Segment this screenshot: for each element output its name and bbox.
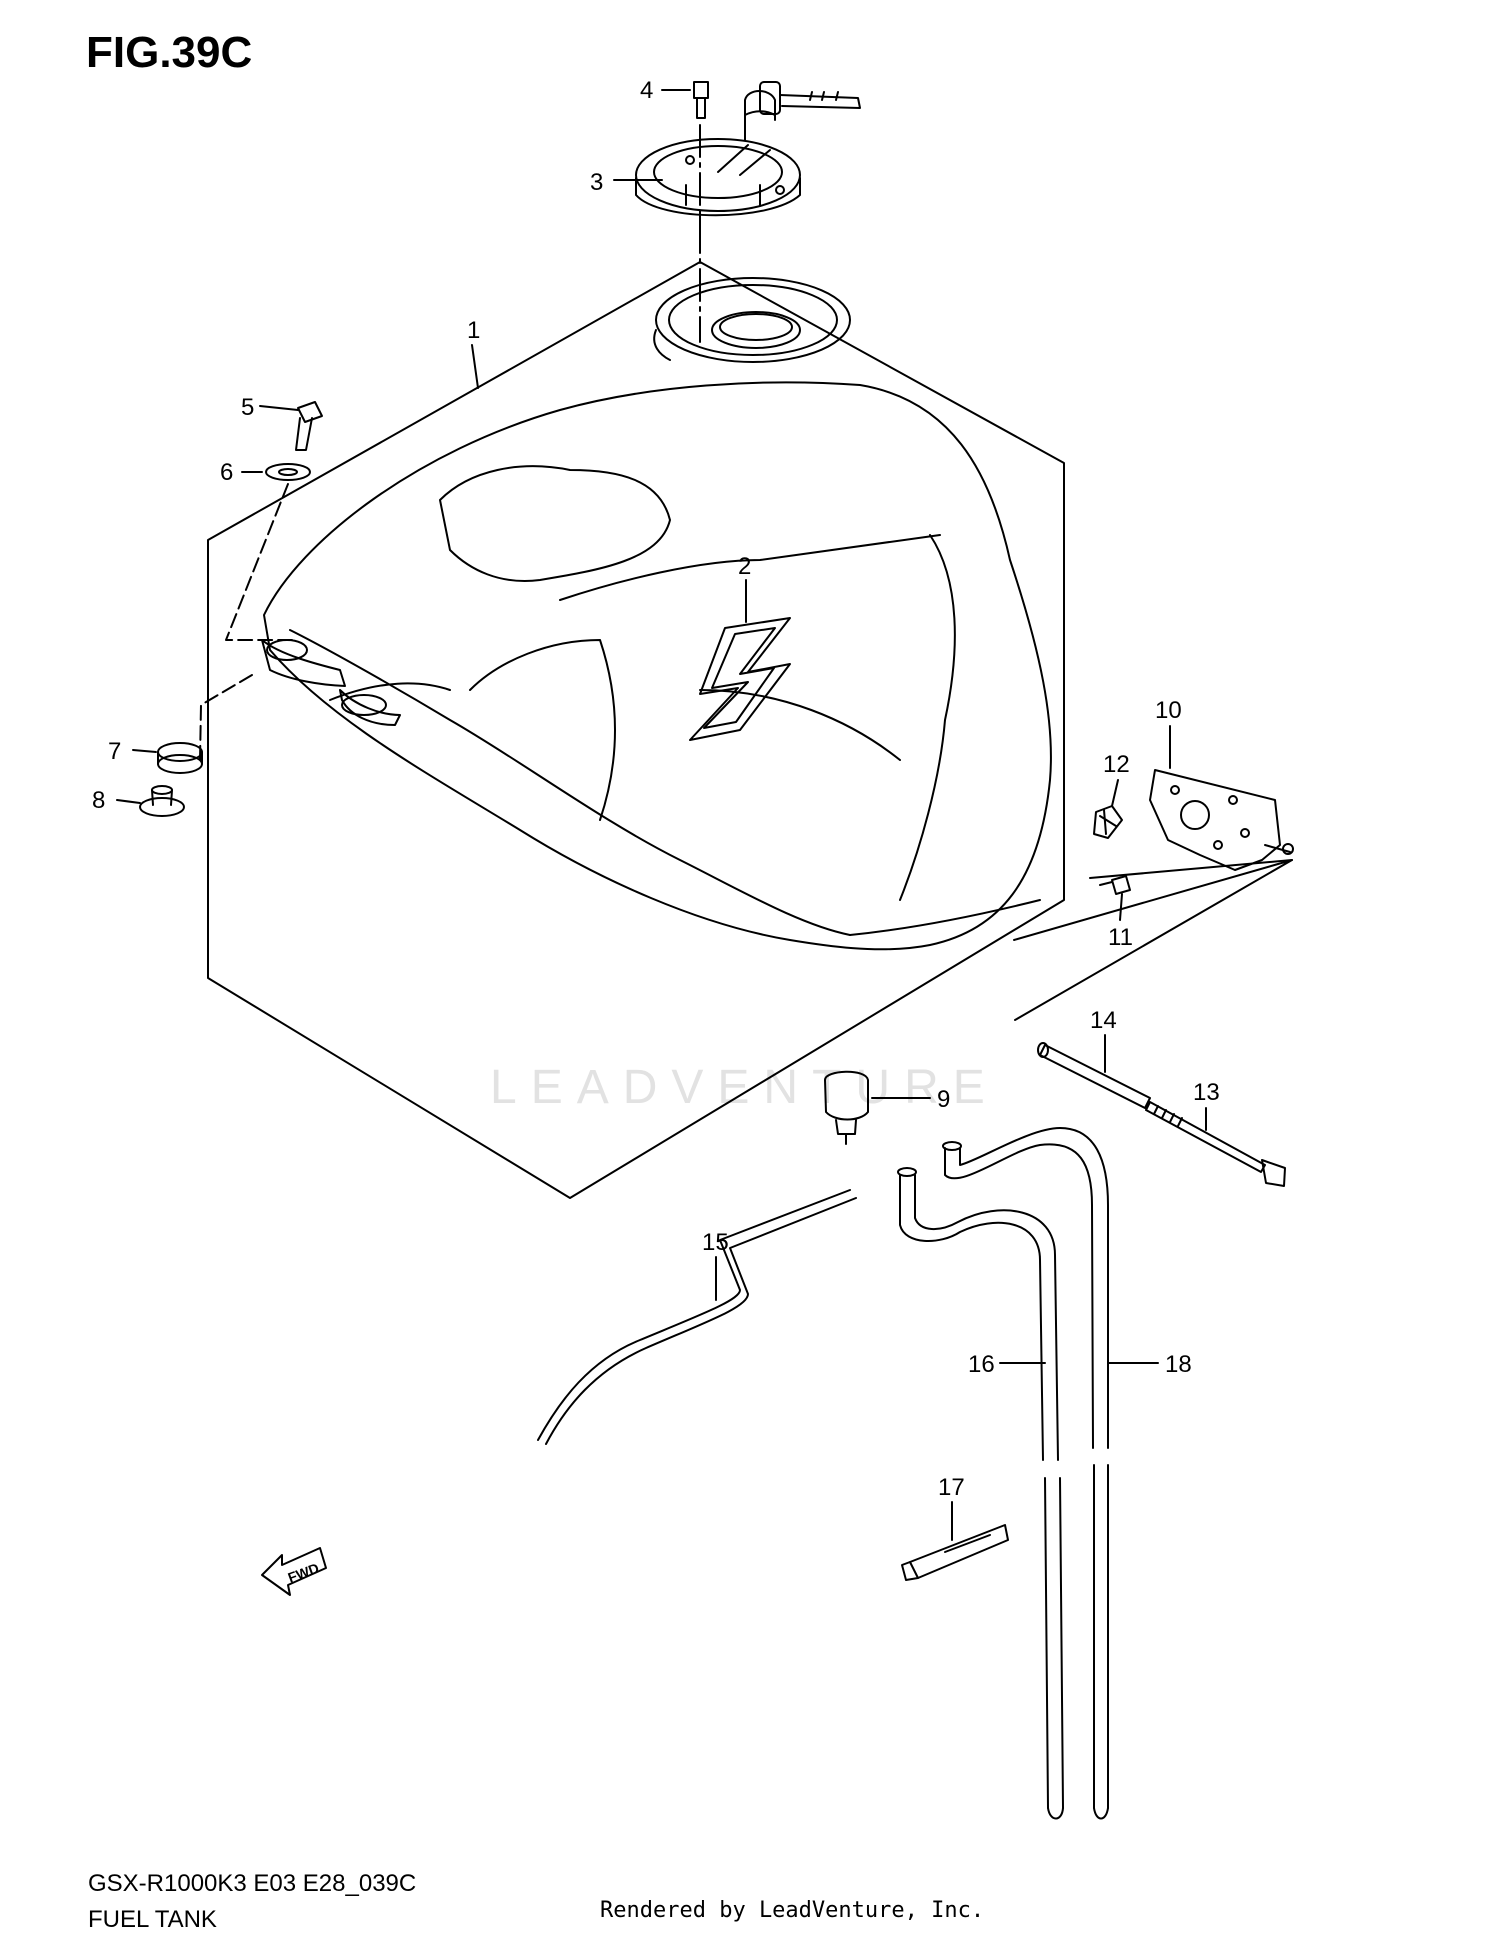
callout-6: 6 — [220, 459, 233, 486]
callout-11: 11 — [1108, 924, 1133, 951]
mount-tab-rear — [341, 694, 387, 716]
washer — [265, 463, 311, 481]
callout-9: 9 — [937, 1086, 950, 1113]
tank-bolt — [295, 401, 323, 451]
bracket-cushion — [1093, 805, 1123, 839]
cap-screw — [693, 81, 709, 119]
assembly-boundary-mount — [1013, 859, 1293, 1021]
callout-16: 16 — [968, 1351, 995, 1378]
assembly-boundary-tank — [207, 261, 1065, 1199]
callout-15: 15 — [702, 1229, 729, 1256]
callout-2: 2 — [738, 553, 751, 580]
section-name: FUEL TANK — [88, 1906, 217, 1933]
collar — [139, 785, 185, 817]
filler-neck-opening — [711, 311, 801, 349]
callout-10: 10 — [1155, 697, 1182, 724]
callout-3: 3 — [590, 169, 603, 196]
fuel-cap — [635, 81, 861, 223]
callout-13: 13 — [1193, 1079, 1220, 1106]
suzuki-emblem — [689, 617, 791, 741]
fuel-hose-right — [942, 1127, 1109, 1820]
fwd-arrow — [261, 1547, 327, 1596]
fuel-hose-left — [897, 1167, 1064, 1820]
bracket-bolt — [1099, 875, 1131, 895]
figure-title: FIG.39C — [86, 28, 253, 77]
fuel-tank — [261, 277, 1052, 951]
callout-17: 17 — [938, 1474, 965, 1501]
long-bolt — [1145, 1101, 1286, 1187]
model-code: GSX-R1000K3 E03 E28_039C — [88, 1870, 417, 1897]
callout-4: 4 — [640, 77, 653, 104]
filler-neck-rim — [655, 277, 851, 363]
callout-14: 14 — [1090, 1007, 1117, 1034]
callout-1: 1 — [467, 317, 480, 344]
spacer — [1037, 1042, 1151, 1109]
rendered-by-credit: Rendered by LeadVenture, Inc. — [600, 1898, 985, 1923]
rubber-cushion — [824, 1070, 869, 1145]
rear-bracket — [1149, 769, 1294, 871]
drain-hose — [537, 1189, 857, 1445]
callout-7: 7 — [108, 738, 121, 765]
cushion — [157, 742, 203, 774]
callout-18: 18 — [1165, 1351, 1192, 1378]
callout-8: 8 — [92, 787, 105, 814]
callout-12: 12 — [1103, 751, 1130, 778]
hose-clip — [901, 1524, 1009, 1581]
callout-5: 5 — [241, 394, 254, 421]
watermark-text: LEADVENTURE — [490, 1061, 999, 1114]
